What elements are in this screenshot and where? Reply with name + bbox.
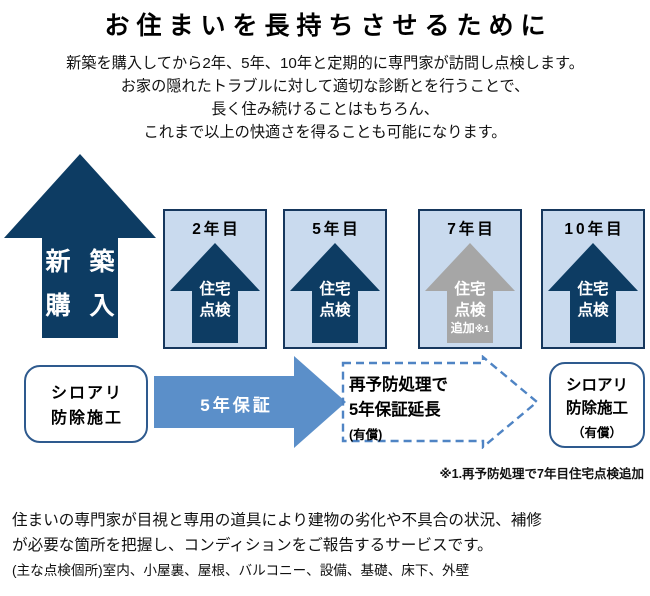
warranty-extension-arrow: 再予防処理で 5年保証延長 (有償) bbox=[341, 355, 539, 449]
year-card-7-additional-note: 追加※1 bbox=[423, 321, 517, 337]
year-card-7-note-text: 追加 bbox=[450, 321, 475, 335]
year-card-10-house-label: 住宅 点検 bbox=[546, 279, 640, 321]
extension-line-2: 5年保証延長 bbox=[349, 401, 441, 419]
diagram-footnote: ※1.再予防処理で7年目住宅点検追加 bbox=[439, 467, 644, 481]
termite-end-paid-note: （有償） bbox=[571, 426, 622, 440]
termite-end-line-2: 防除施工 bbox=[565, 400, 628, 417]
year-card-10[interactable]: 10年目 住宅 点検 bbox=[541, 209, 645, 349]
year-card-7[interactable]: 7年目 住宅 点検 追加※1 bbox=[418, 209, 522, 349]
warranty-extension-label: 再予防処理で 5年保証延長 (有償) bbox=[349, 373, 505, 448]
house-arrow-icon bbox=[425, 243, 515, 343]
year-card-7-house-shape: 住宅 点検 追加※1 bbox=[423, 241, 517, 345]
year-card-7-house-label: 住宅 点検 bbox=[423, 279, 517, 321]
termite-start-line-2: 防除施工 bbox=[50, 410, 123, 427]
year-card-2-house-line-2: 点検 bbox=[199, 302, 231, 319]
termite-end-line-1: シロアリ bbox=[565, 377, 628, 394]
description-inspection-points: (主な点検個所)室内、小屋裏、屋根、バルコニー、設備、基礎、床下、外壁 bbox=[12, 563, 470, 578]
year-card-10-house-line-2: 点検 bbox=[577, 302, 609, 319]
year-card-2-house-shape: 住宅 点検 bbox=[168, 241, 262, 345]
new-purchase-line-1: 新 築 bbox=[45, 248, 121, 276]
description-line-1: 住まいの専門家が目視と専用の道具により建物の劣化や不具合の状況、補修 bbox=[12, 512, 542, 529]
year-card-2-title: 2年目 bbox=[192, 221, 241, 238]
year-card-10-house-shape: 住宅 点検 bbox=[546, 241, 640, 345]
year-card-2[interactable]: 2年目 住宅 点検 bbox=[163, 209, 267, 349]
new-purchase-line-2: 購 入 bbox=[45, 292, 121, 320]
year-card-2-house-label: 住宅 点検 bbox=[168, 279, 262, 321]
year-card-7-note-marker: ※1 bbox=[474, 324, 490, 335]
new-purchase-label: 新 築 購 入 bbox=[2, 240, 158, 328]
intro-line-3: 長く住み続けることはもちろん、 bbox=[211, 101, 439, 118]
year-card-5-house-label: 住宅 点検 bbox=[288, 279, 382, 321]
year-card-5-house-line-2: 点検 bbox=[319, 302, 351, 319]
termite-treatment-start-label: シロアリ 防除施工 bbox=[26, 381, 146, 431]
year-card-2-house-line-1: 住宅 bbox=[199, 281, 231, 298]
intro-line-2: お家の隠れたトラブルに対して適切な診断とを行うことで、 bbox=[120, 78, 530, 95]
year-card-5-house-shape: 住宅 点検 bbox=[288, 241, 382, 345]
description-line-2: が必要な箇所を把握し、コンディションをご報告するサービスです。 bbox=[12, 537, 493, 554]
termite-treatment-end-label: シロアリ 防除施工 bbox=[551, 374, 643, 420]
year-card-5-title: 5年目 bbox=[312, 221, 361, 238]
five-year-warranty-arrow: 5年保証 bbox=[154, 356, 346, 448]
year-card-10-house-line-1: 住宅 bbox=[577, 281, 609, 298]
year-card-7-house-line-2: 点検 bbox=[454, 302, 486, 319]
new-purchase-house-shape: 新 築 購 入 bbox=[2, 152, 158, 340]
termite-treatment-start-box[interactable]: シロアリ 防除施工 bbox=[24, 365, 148, 443]
house-arrow-icon bbox=[170, 243, 260, 343]
five-year-warranty-label: 5年保証 bbox=[200, 396, 273, 415]
intro-line-1: 新築を購入してから2年、5年、10年と定期的に専門家が訪問し点検します。 bbox=[66, 55, 584, 72]
year-card-7-title: 7年目 bbox=[447, 221, 496, 238]
year-card-10-title: 10年目 bbox=[564, 221, 625, 238]
extension-line-1: 再予防処理で bbox=[349, 376, 448, 394]
year-card-5-house-line-1: 住宅 bbox=[319, 281, 351, 298]
house-arrow-icon bbox=[4, 154, 156, 338]
termite-start-line-1: シロアリ bbox=[50, 385, 123, 402]
year-card-5[interactable]: 5年目 住宅 点検 bbox=[283, 209, 387, 349]
termite-treatment-end-box[interactable]: シロアリ 防除施工 （有償） bbox=[549, 362, 645, 448]
dashed-right-arrow-icon bbox=[341, 355, 539, 449]
page-title: お住まいを長持ちさせるために bbox=[104, 12, 553, 40]
extension-line-2-wrap: 5年保証延長 (有償) bbox=[349, 398, 505, 448]
year-card-7-house-line-1: 住宅 bbox=[454, 281, 486, 298]
house-arrow-icon bbox=[290, 243, 380, 343]
right-arrow-icon bbox=[154, 356, 346, 448]
service-description: 住まいの専門家が目視と専用の道具により建物の劣化や不具合の状況、補修 が必要な箇… bbox=[12, 508, 640, 582]
intro-line-4: これまで以上の快適さを得ることも可能になります。 bbox=[143, 124, 507, 141]
house-arrow-icon bbox=[548, 243, 638, 343]
intro-paragraph: 新築を購入してから2年、5年、10年と定期的に専門家が訪問し点検します。 お家の… bbox=[0, 52, 650, 144]
extension-paid-note: (有償) bbox=[349, 428, 383, 442]
